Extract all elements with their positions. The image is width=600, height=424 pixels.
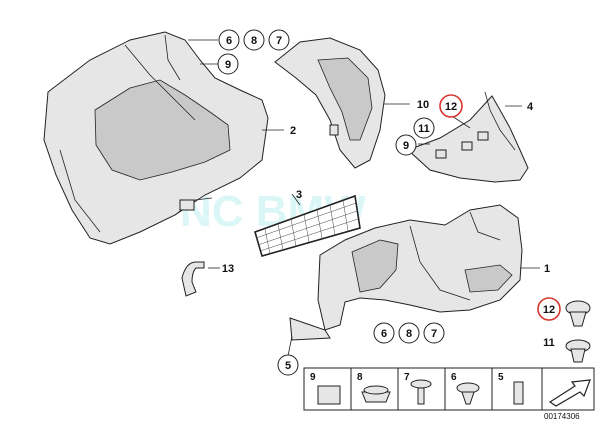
label-3: 3: [296, 189, 302, 201]
label-11: 11: [543, 337, 555, 349]
legend-label-5: 5: [498, 372, 504, 383]
part-right-bracket: [407, 91, 529, 183]
callout-6-top: 6: [218, 29, 240, 51]
callout-8-top: 8: [243, 29, 265, 51]
legend-label-7: 7: [404, 372, 410, 383]
svg-text:6: 6: [381, 328, 387, 340]
callout-7-bottom: 7: [423, 322, 445, 344]
callout-9-top: 9: [217, 53, 239, 75]
svg-text:7: 7: [431, 328, 437, 340]
legend-icon-bracket: [513, 381, 524, 405]
svg-text:9: 9: [225, 59, 231, 71]
callout-9-mid: 9: [395, 134, 417, 156]
label-1: 1: [544, 263, 550, 275]
svg-text:5: 5: [285, 360, 291, 372]
svg-text:12: 12: [543, 304, 555, 316]
svg-text:6: 6: [226, 35, 232, 47]
svg-text:9: 9: [403, 140, 409, 152]
part-upper-cover: [274, 37, 386, 169]
legend-icon-clip: [317, 385, 341, 405]
part-trunk-trim-left: [43, 31, 269, 245]
label-4: 4: [527, 101, 534, 113]
document-number: 00174306: [544, 412, 580, 421]
callout-6-bottom: 6: [373, 322, 395, 344]
legend-icon-screw: [410, 379, 432, 389]
arrow-icon: [548, 379, 591, 407]
svg-text:8: 8: [406, 328, 412, 340]
svg-text:11: 11: [418, 123, 430, 135]
legend-label-8: 8: [357, 372, 363, 383]
svg-text:7: 7: [276, 35, 282, 47]
part-clip: [181, 261, 205, 297]
part-expanding-rivet: [565, 300, 591, 327]
part-push-nut: [565, 339, 591, 363]
callout-7-top: 7: [268, 29, 290, 51]
part-luggage-net: [254, 194, 361, 257]
svg-text:8: 8: [251, 35, 257, 47]
callout-12-top: 12: [439, 94, 463, 118]
label-2: 2: [290, 125, 296, 137]
label-13: 13: [222, 263, 234, 275]
callout-12-side: 12: [537, 297, 561, 321]
svg-text:12: 12: [445, 101, 457, 113]
callout-11-top: 11: [413, 117, 435, 139]
part-trunk-trim-right: [289, 204, 523, 341]
callout-5: 5: [277, 354, 299, 376]
callout-8-bottom: 8: [398, 322, 420, 344]
leader-lines: [188, 39, 540, 357]
legend-label-6: 6: [451, 372, 457, 383]
fastener-legend: 9 8 7 6 5: [303, 367, 595, 411]
legend-label-9: 9: [310, 372, 316, 383]
label-10: 10: [417, 99, 429, 111]
